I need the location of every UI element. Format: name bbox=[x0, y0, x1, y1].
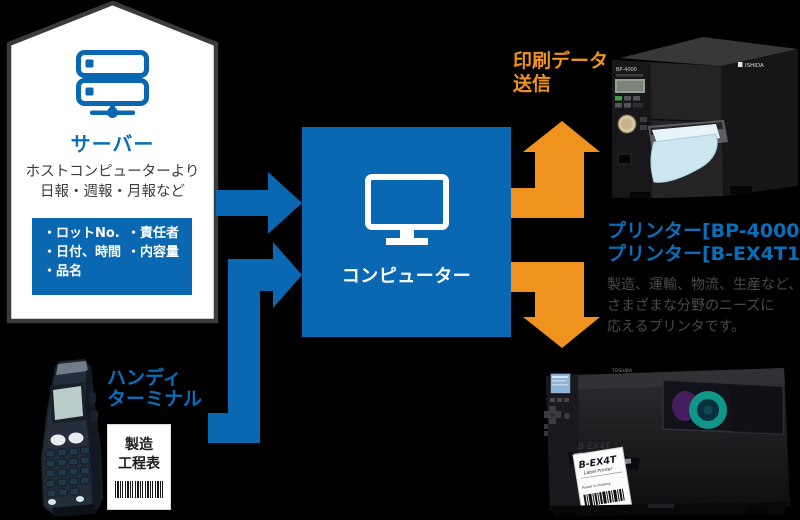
arrow-computer-to-top-printer bbox=[511, 121, 600, 218]
arrow-server-to-computer bbox=[216, 172, 302, 234]
printer-desc-line3: 応えるプリンタです。 bbox=[607, 319, 746, 335]
server-desc-line1: ホストコンピューターより bbox=[25, 164, 200, 180]
report-item-date: ・日付、時間 bbox=[43, 245, 122, 260]
process-sheet-card: 製造 工程表 bbox=[107, 424, 171, 510]
terminal-side-face bbox=[85, 368, 102, 509]
printer-name-bp4000: プリンター[BP-4000] bbox=[607, 220, 800, 242]
process-sheet-line1: 製造 bbox=[125, 437, 153, 453]
print-data-send-line1: 印刷データ bbox=[513, 50, 609, 72]
print-data-send-label: 印刷データ 送信 bbox=[513, 50, 608, 96]
report-items-box: ・ロットNo. ・責任者 ・日付、時間 ・内容量 ・品名 bbox=[32, 218, 192, 295]
printer2-brand-text: TOSHIBA bbox=[611, 368, 633, 374]
label-barcode bbox=[583, 488, 625, 507]
computer-node: コンピューター bbox=[302, 127, 511, 337]
printer-bp4000-image: BP-4000 ISHIDA bbox=[611, 37, 798, 198]
process-sheet-barcode bbox=[115, 481, 163, 498]
ishida-logo-mark bbox=[738, 62, 743, 67]
printer2-sample-label: B-EX4T Label Printer Power in Printing bbox=[572, 446, 633, 513]
server-icon bbox=[76, 50, 149, 118]
printer2-embossed-text: B-EX4T bbox=[578, 442, 612, 452]
terminal-button-left bbox=[50, 434, 66, 446]
arrow-computer-to-bottom-printer bbox=[511, 262, 600, 348]
server-title: サーバー bbox=[70, 132, 155, 156]
printer-side-face bbox=[721, 49, 798, 196]
label-slogan-text: Power in Printing bbox=[582, 482, 611, 490]
server-desc-line2: 日報・週報・月報など bbox=[40, 184, 185, 200]
printer-connector bbox=[617, 153, 632, 165]
printer-description: 製造、運輸、物流、生産など、 さまざまな分野のニーズに 応えるプリンタです。 bbox=[607, 275, 800, 338]
arrow-terminal-to-computer bbox=[208, 242, 302, 443]
report-item-person: ・責任者 bbox=[127, 226, 180, 241]
printer-desc-line2: さまざまな分野のニーズに bbox=[607, 298, 775, 314]
printer-desc-line1: 製造、運輸、物流、生産など、 bbox=[607, 277, 800, 293]
terminal-top-cap bbox=[56, 361, 88, 375]
printer-bex4t-image: TOSHIBA B-EX4T B-EX4T Label Prin bbox=[544, 368, 790, 517]
report-item-lot: ・ロットNo. bbox=[43, 226, 120, 241]
label-sub-text: Label Printer bbox=[584, 466, 614, 477]
printer-name-bex4t1: プリンター[B-EX4T1] bbox=[607, 242, 800, 265]
process-sheet-line2: 工程表 bbox=[118, 456, 160, 472]
terminal-base bbox=[52, 504, 96, 517]
printer-top-brand-text: ISHIDA bbox=[745, 63, 764, 69]
print-data-send-line2: 送信 bbox=[513, 73, 552, 95]
label-tape-curl bbox=[650, 133, 718, 183]
report-item-name: ・品名 bbox=[43, 264, 83, 279]
printer2-lcd bbox=[549, 372, 572, 395]
report-item-amount: ・内容量 bbox=[127, 245, 180, 260]
handy-terminal-label: ハンディ ターミナル bbox=[107, 368, 202, 410]
handy-terminal-image bbox=[41, 359, 103, 517]
terminal-button-right bbox=[68, 432, 84, 444]
printer-names: プリンター[BP-4000] プリンター[B-EX4T1] bbox=[607, 220, 800, 265]
terminal-keypad bbox=[45, 446, 90, 498]
computer-label: コンピューター bbox=[341, 266, 472, 287]
server-description: ホストコンピューターより 日報・週報・月報など bbox=[0, 162, 225, 202]
printer-top-model-text: BP-4000 bbox=[616, 67, 637, 73]
printer-top-face bbox=[620, 37, 798, 66]
printer2-base bbox=[550, 502, 788, 516]
handy-label-line1: ハンディ bbox=[107, 367, 182, 389]
handy-label-line2: ターミナル bbox=[107, 388, 203, 410]
monitor-icon bbox=[364, 174, 449, 245]
terminal-screen bbox=[53, 386, 83, 420]
